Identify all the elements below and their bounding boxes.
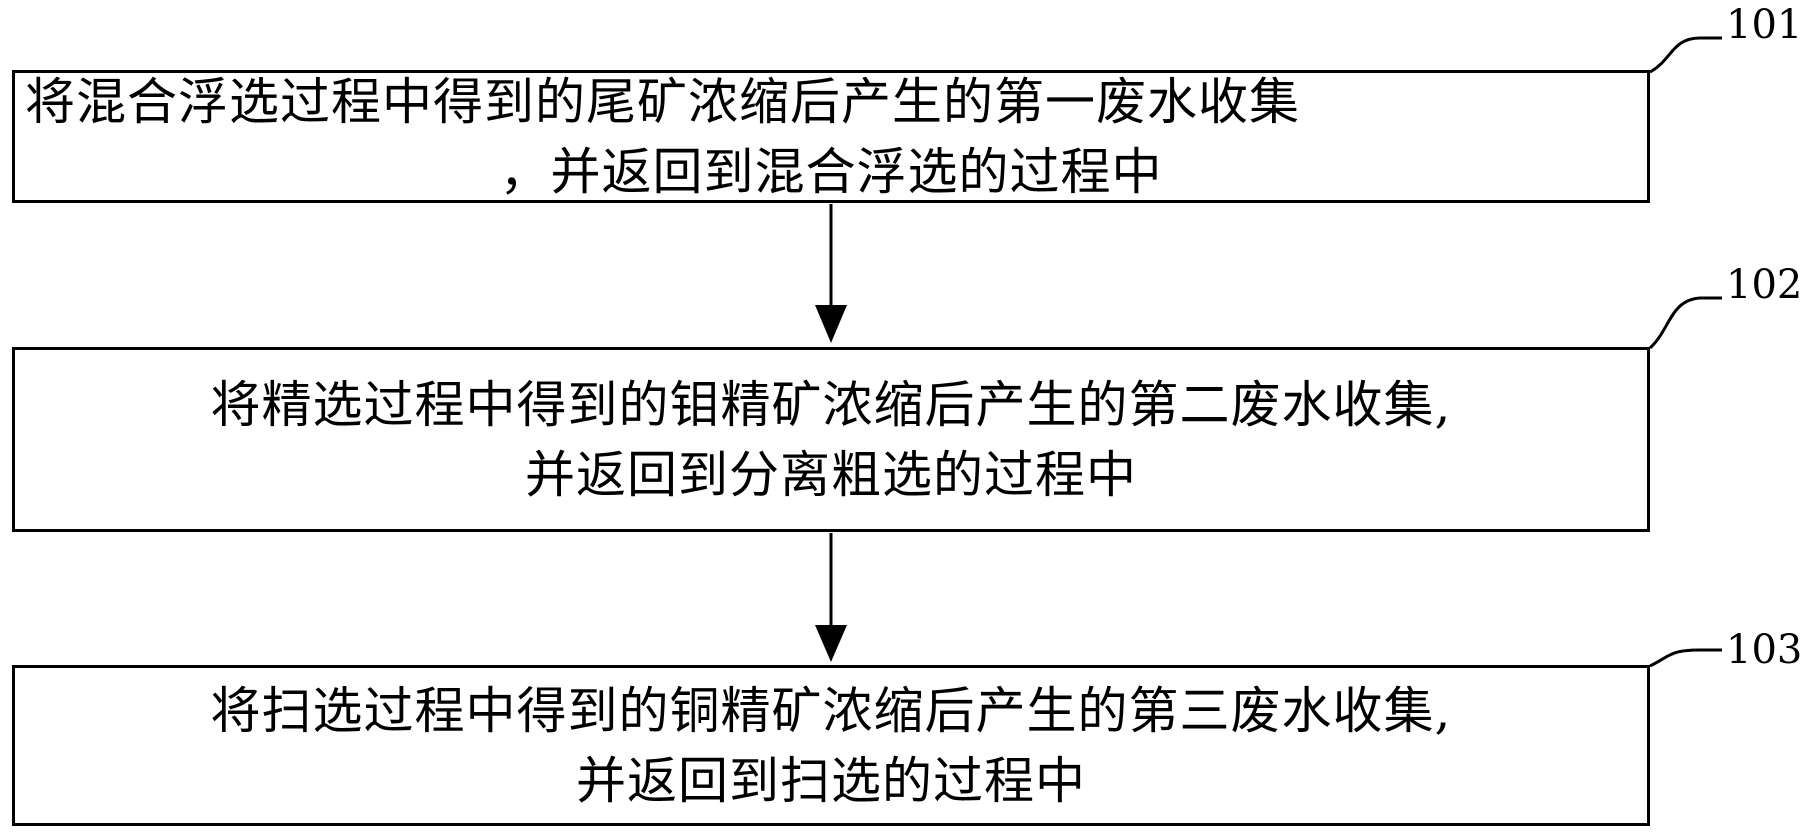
arrow-101-to-102: [815, 204, 847, 343]
step-box-103: 将扫选过程中得到的铜精矿浓缩后产生的第三废水收集, 并返回到扫选的过程中: [12, 665, 1650, 826]
step-text-line: ，并返回到混合浮选的过程中: [499, 142, 1163, 201]
step-text-line: 将混合浮选过程中得到的尾矿浓缩后产生的第一废水收集: [25, 72, 1300, 131]
step-text-line: 并返回到分离粗选的过程中: [525, 445, 1137, 504]
leader-line-102: [1648, 296, 1722, 350]
step-box-101: 将混合浮选过程中得到的尾矿浓缩后产生的第一废水收集 ，并返回到混合浮选的过程中: [12, 70, 1650, 203]
step-text-line: 将精选过程中得到的钼精矿浓缩后产生的第二废水收集,: [210, 375, 1452, 434]
step-number-101: 101: [1726, 2, 1803, 48]
arrow-102-to-103: [815, 533, 847, 662]
step-text-line: 将扫选过程中得到的铜精矿浓缩后产生的第三废水收集,: [210, 681, 1452, 740]
step-box-102: 将精选过程中得到的钼精矿浓缩后产生的第二废水收集, 并返回到分离粗选的过程中: [12, 347, 1650, 532]
leader-line-101: [1649, 36, 1722, 74]
step-number-103: 103: [1726, 627, 1803, 673]
step-text-line: 并返回到扫选的过程中: [576, 751, 1086, 810]
leader-line-103: [1649, 648, 1722, 668]
step-number-102: 102: [1726, 262, 1803, 308]
